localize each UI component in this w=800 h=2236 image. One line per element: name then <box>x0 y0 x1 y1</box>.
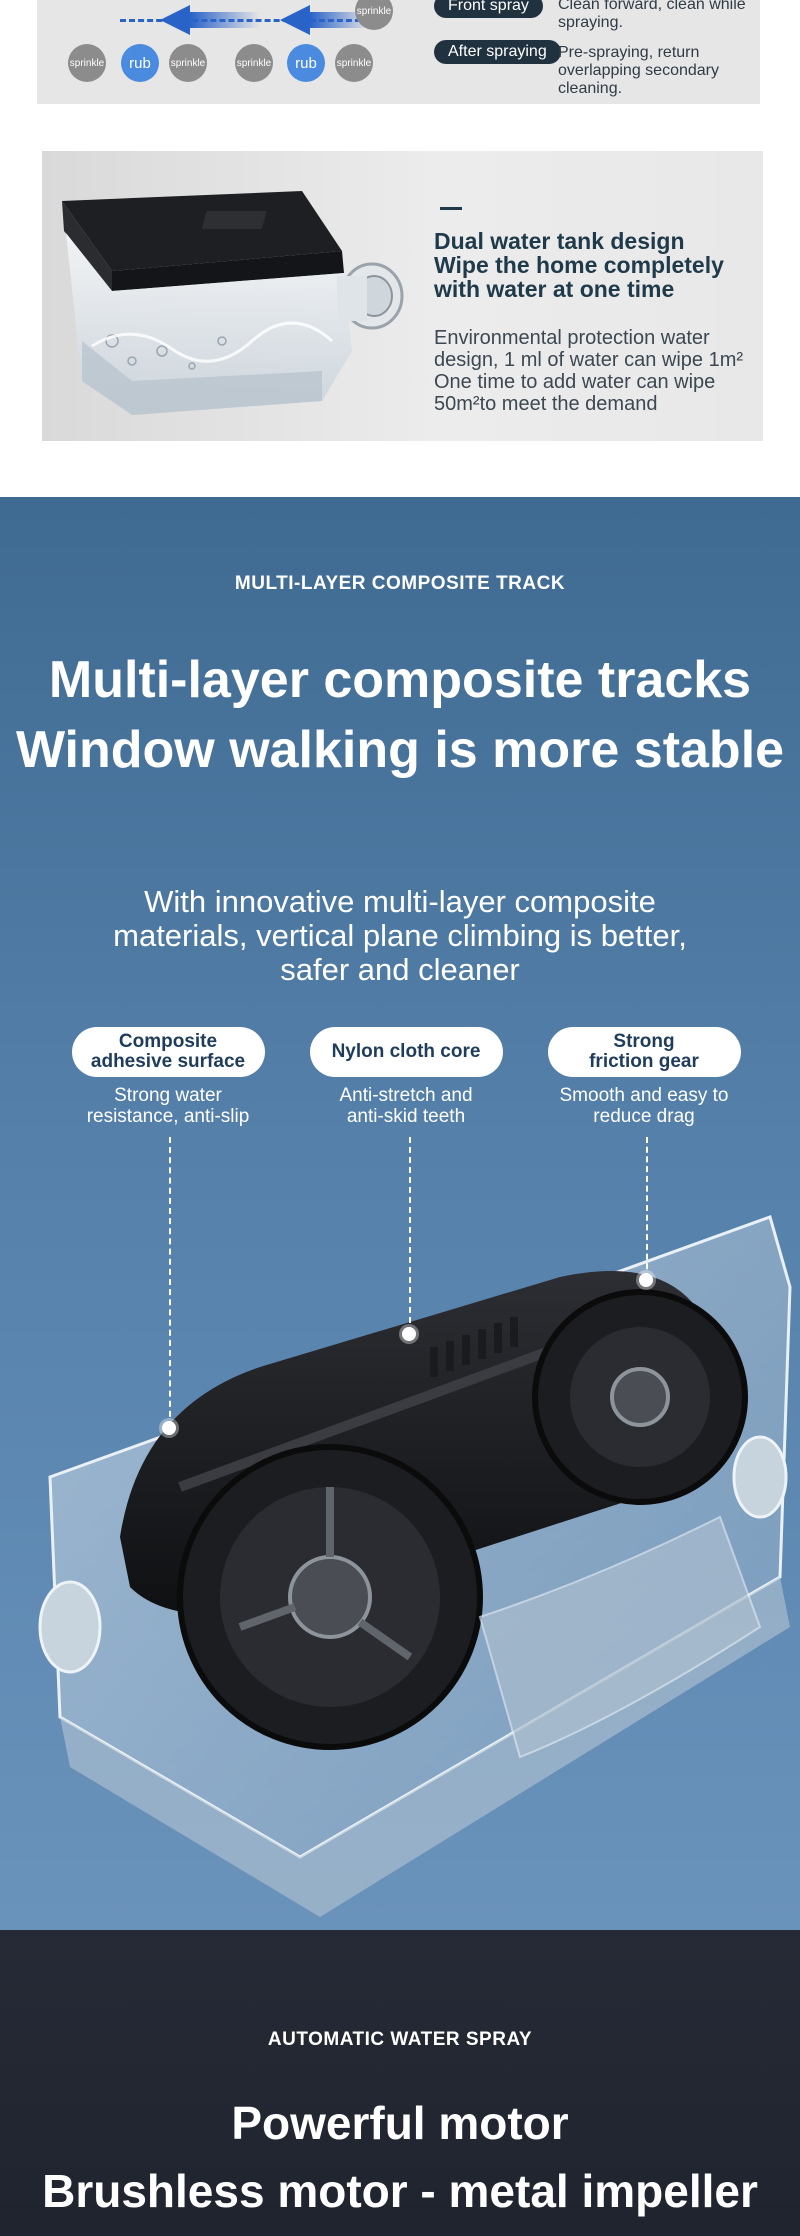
leader-line <box>646 1137 648 1279</box>
track-assembly-image <box>38 1215 792 1917</box>
feature-description: Smooth and easy to reduce drag <box>559 1085 729 1127</box>
feature-pill: Nylon cloth core <box>309 1027 503 1077</box>
water-tank-panel: Dual water tank design Wipe the home com… <box>42 151 763 441</box>
left-arrow-icon <box>160 5 190 35</box>
section-headline: Multi-layer composite tracks Window walk… <box>15 651 785 779</box>
feature-pill: Composite adhesive surface <box>71 1027 265 1077</box>
leader-line <box>409 1137 411 1333</box>
section-kicker: AUTOMATIC WATER SPRAY <box>267 2029 533 2050</box>
feature-pill: Strong friction gear <box>547 1027 741 1077</box>
section-intro: With innovative multi-layer composite ma… <box>113 884 687 987</box>
section-headline: Powerful motor Brushless motor - metal i… <box>42 2097 758 2217</box>
title-accent-bar <box>440 207 462 210</box>
water-tank-image <box>62 191 404 415</box>
sprinkle-dot: sprinkle <box>68 44 106 82</box>
feature-friction-gear: Strong friction gear Smooth and easy to … <box>544 1027 744 1127</box>
tank-title: Dual water tank design Wipe the home com… <box>434 228 724 302</box>
after-spraying-tag: After spraying <box>434 40 561 64</box>
section-kicker: MULTI-LAYER COMPOSITE TRACK <box>234 573 566 594</box>
leader-dot <box>639 1273 653 1287</box>
front-spray-tag: Front spray <box>434 0 543 18</box>
leader-line <box>169 1137 171 1427</box>
sprinkle-dot: sprinkle <box>169 44 207 82</box>
after-spraying-text: Pre-spraying, return overlapping seconda… <box>558 44 719 97</box>
leader-dot <box>402 1327 416 1341</box>
left-arrow-icon <box>280 5 310 35</box>
feature-composite-adhesive: Composite adhesive surface Strong water … <box>68 1027 268 1127</box>
spray-direction-arrows <box>80 2 380 36</box>
composite-track-section: MULTI-LAYER COMPOSITE TRACK Multi-layer … <box>0 497 800 1930</box>
leader-dot <box>162 1421 176 1435</box>
tank-description: Environmental protection water design, 1… <box>434 327 744 415</box>
motor-section: AUTOMATIC WATER SPRAY Powerful motor Bru… <box>0 1930 800 2236</box>
feature-nylon-cloth-core: Nylon cloth core Anti-stretch and anti-s… <box>306 1027 506 1127</box>
sprinkle-dot: sprinkle <box>355 0 393 30</box>
feature-description: Strong water resistance, anti-slip <box>86 1085 250 1127</box>
feature-description: Anti-stretch and anti-skid teeth <box>339 1085 473 1127</box>
rub-dot: rub <box>121 44 159 82</box>
sprinkle-dot: sprinkle <box>335 44 373 82</box>
front-spray-text: Clean forward, clean while spraying. <box>558 0 746 31</box>
sprinkle-dot: sprinkle <box>235 44 273 82</box>
arrow-tail <box>190 12 260 28</box>
rub-dot: rub <box>287 44 325 82</box>
spray-diagram-panel: sprinkle sprinkle rub sprinkle sprinkle … <box>37 0 760 104</box>
